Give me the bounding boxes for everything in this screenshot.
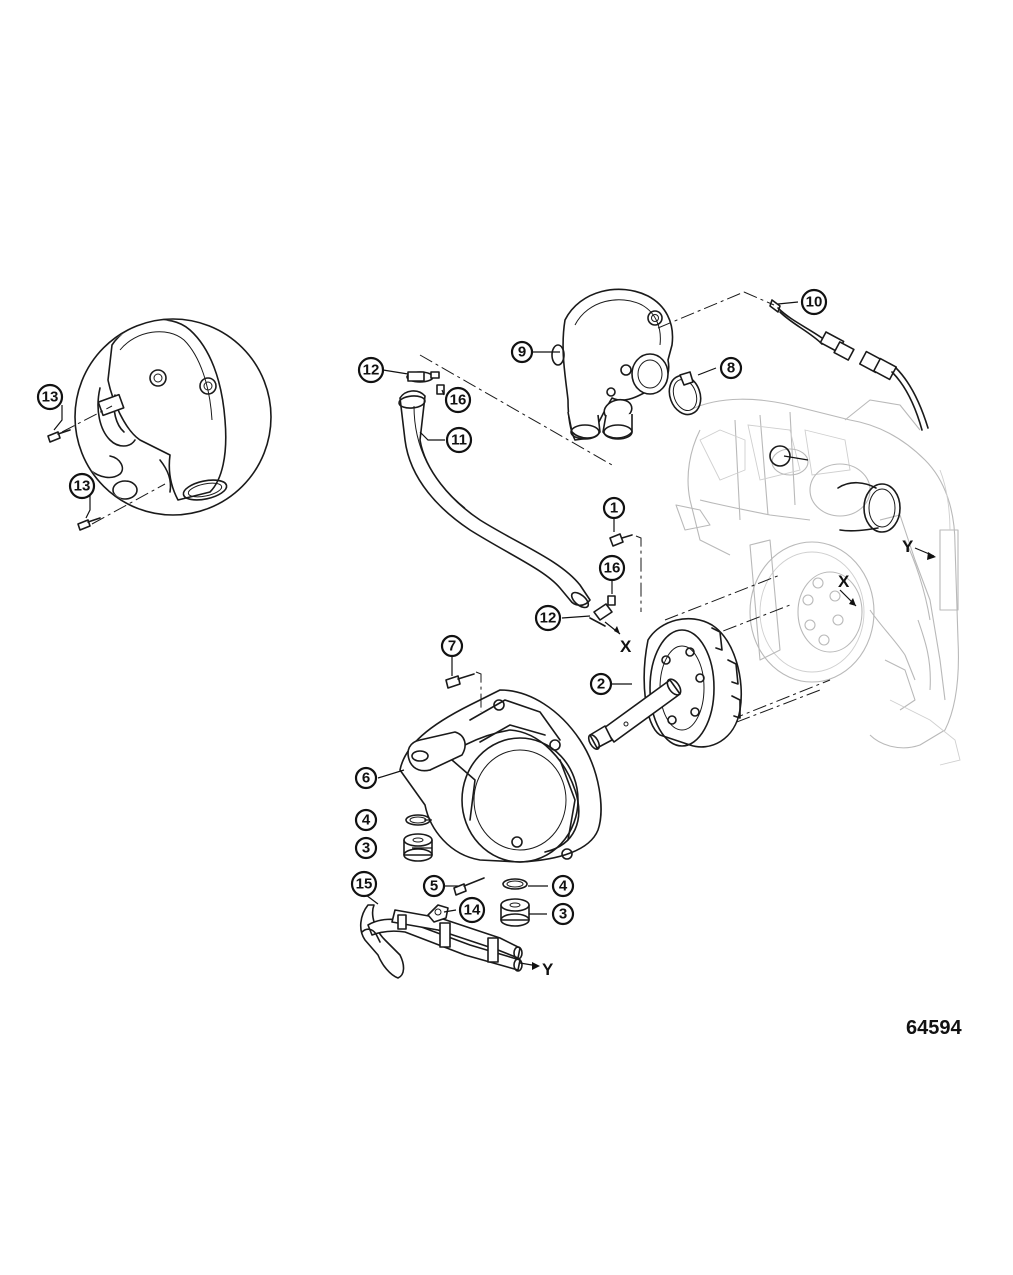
svg-text:14: 14 — [464, 902, 481, 919]
rubber-mount-3b-icon — [500, 898, 530, 927]
svg-text:11: 11 — [451, 432, 467, 449]
callout-6: 6 — [354, 766, 378, 790]
callout-12a: 12 — [357, 356, 385, 384]
svg-text:15: 15 — [356, 876, 373, 893]
callout-11: 11 — [445, 426, 473, 454]
reference-y-hose-end: Y — [519, 960, 554, 979]
svg-text:8: 8 — [727, 360, 735, 377]
fitting-16a-icon — [436, 384, 445, 395]
callout-9: 9 — [510, 340, 534, 364]
svg-text:3: 3 — [362, 840, 370, 857]
callout-2: 2 — [589, 672, 613, 696]
svg-text:13: 13 — [74, 478, 91, 495]
hose-clamp-12b — [589, 603, 613, 627]
callout-5: 5 — [422, 874, 446, 898]
bolt-1-icon — [609, 533, 633, 547]
engine-reference-circle — [769, 445, 791, 467]
figure-number: 64594 — [906, 1017, 962, 1039]
bolt-13a-icon — [47, 429, 71, 443]
svg-text:1: 1 — [610, 500, 618, 517]
reference-x-hose-end: X — [604, 621, 632, 656]
svg-text:3: 3 — [559, 906, 567, 923]
bolt-13b-icon — [77, 517, 101, 531]
callout-leaders — [53, 301, 809, 915]
svg-text:10: 10 — [806, 294, 823, 311]
water-hose-11 — [398, 390, 591, 609]
fitting-16b-icon — [607, 595, 616, 606]
svg-text:X: X — [620, 637, 632, 656]
svg-text:2: 2 — [597, 676, 605, 693]
callout-13b: 13 — [68, 472, 96, 500]
reference-y-engine: Y — [902, 537, 936, 560]
callout-16b: 16 — [598, 554, 626, 582]
callout-4a: 4 — [354, 808, 378, 832]
drive-shaft-coupler — [587, 574, 831, 751]
callout-14: 14 — [458, 896, 486, 924]
exhaust-elbow — [551, 288, 674, 441]
reference-x-engine: X — [838, 572, 857, 607]
callout-12b: 12 — [534, 604, 562, 632]
callout-10: 10 — [800, 288, 828, 316]
callout-4b: 4 — [551, 874, 575, 898]
svg-text:X: X — [838, 572, 850, 591]
svg-text:16: 16 — [604, 560, 621, 577]
svg-text:6: 6 — [362, 770, 370, 787]
hose-clamp-12a — [406, 371, 440, 383]
callout-8: 8 — [719, 356, 743, 380]
callout-3a: 3 — [354, 836, 378, 860]
svg-text:13: 13 — [42, 389, 59, 406]
callout-15: 15 — [350, 870, 378, 898]
callout-3b: 3 — [551, 902, 575, 926]
svg-text:4: 4 — [362, 812, 371, 829]
pump-housing-6 — [399, 689, 602, 863]
callout-7: 7 — [440, 634, 464, 658]
svg-text:4: 4 — [559, 878, 568, 895]
callout-1: 1 — [602, 496, 626, 520]
svg-text:16: 16 — [450, 392, 467, 409]
water-hose-assembly-15 — [359, 904, 523, 979]
hose-clamp-8 — [668, 371, 702, 416]
washer-4b-icon — [502, 878, 528, 890]
bolt-7-icon — [445, 673, 475, 689]
svg-text:12: 12 — [363, 362, 380, 379]
svg-text:Y: Y — [902, 537, 914, 556]
callout-13a: 13 — [36, 383, 64, 411]
bolt-5-icon — [453, 877, 485, 896]
svg-text:9: 9 — [518, 344, 526, 361]
bracket-14 — [427, 904, 449, 923]
temperature-sensor-10 — [769, 299, 929, 431]
svg-text:5: 5 — [430, 878, 438, 895]
svg-text:7: 7 — [448, 638, 456, 655]
svg-text:Y: Y — [542, 960, 554, 979]
svg-text:12: 12 — [540, 610, 557, 627]
callout-16a: 16 — [444, 386, 472, 414]
engine-background — [675, 398, 961, 766]
